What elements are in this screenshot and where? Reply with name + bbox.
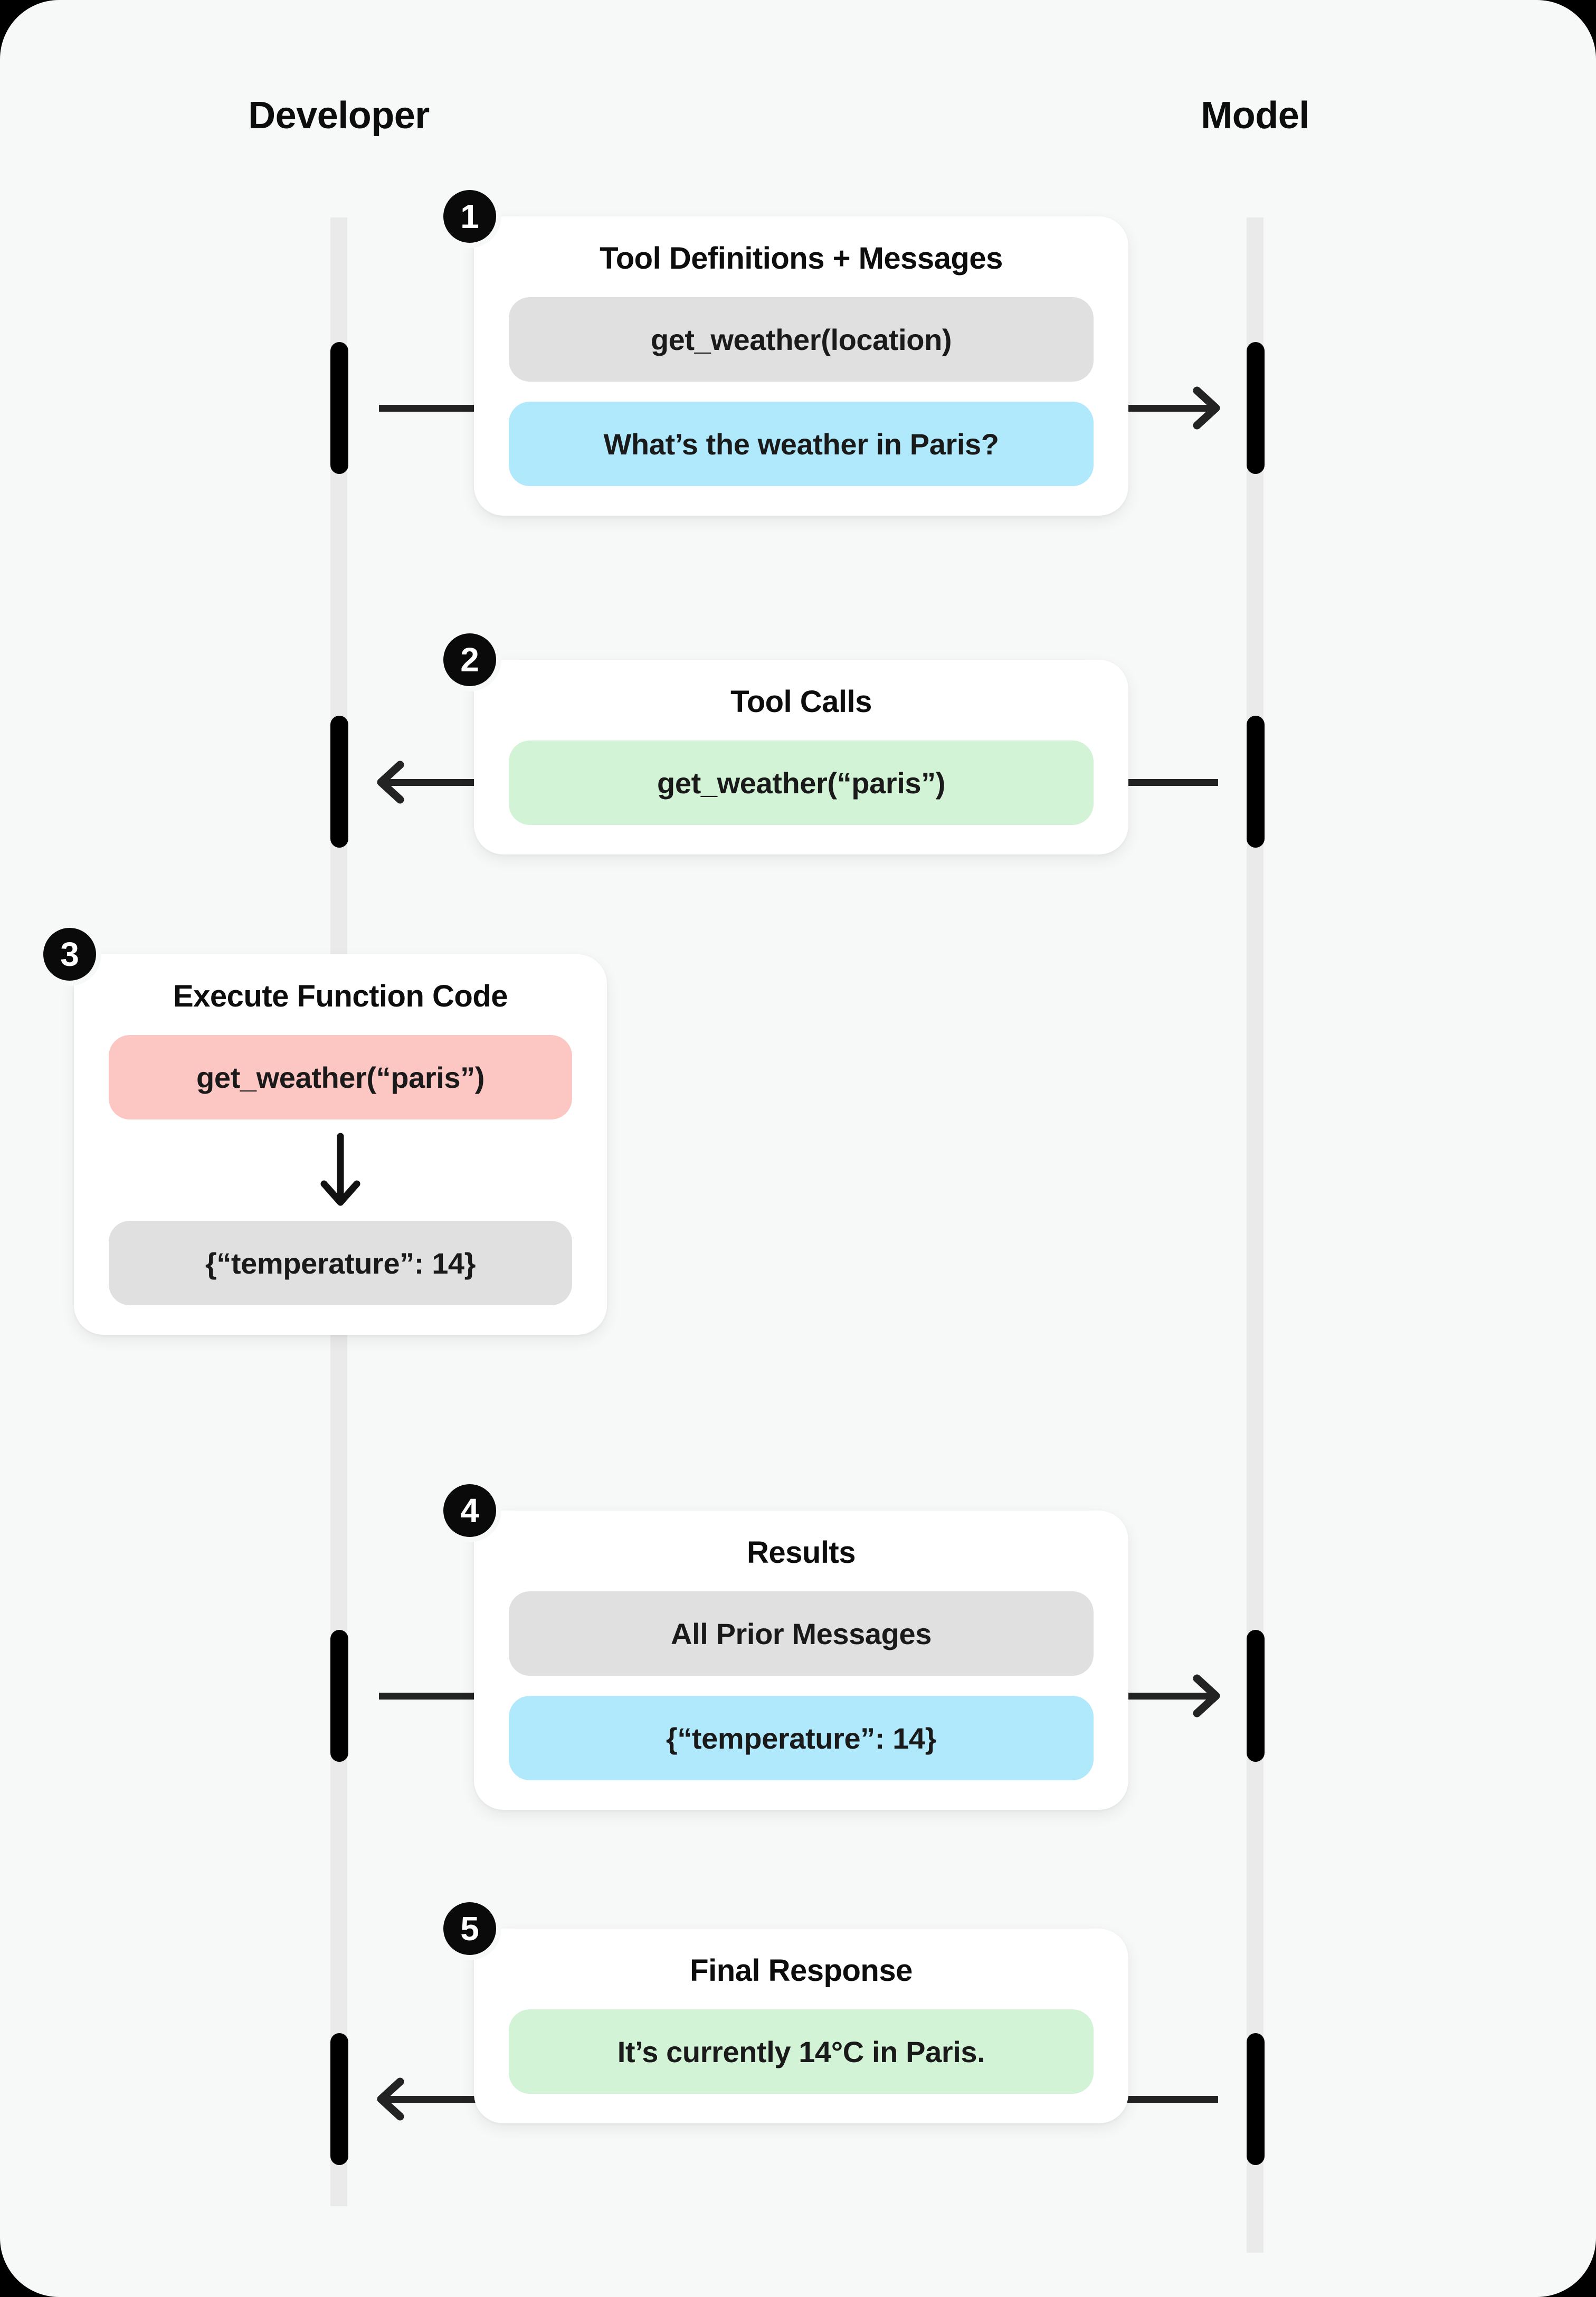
activation-bar-model-step5 [1247,2033,1265,2165]
activation-bar-developer-step1 [330,342,348,474]
connector-step5-left [384,2096,477,2103]
step-badge-4: 4 [438,1479,501,1542]
step-badge-3-label: 3 [60,935,79,973]
step-card-1-chip-tool-definition: get_weather(location) [509,297,1094,382]
step-card-3-title: Execute Function Code [173,979,508,1013]
activation-bar-model-step4 [1247,1630,1265,1762]
column-header-model: Model [1201,94,1309,137]
activation-bar-model-step2 [1247,716,1265,848]
step-badge-5-label: 5 [460,1910,479,1948]
connector-step2-right [1127,779,1218,786]
activation-bar-developer-step4 [330,1630,348,1762]
connector-step4-left [379,1693,477,1700]
arrowhead-left-step2 [373,758,405,806]
step-card-4: Results All Prior Messages {“temperature… [474,1511,1128,1810]
step-badge-3: 3 [38,923,101,986]
step-card-2: Tool Calls get_weather(“paris”) [474,660,1128,855]
arrowhead-right-step4 [1192,1672,1224,1720]
step-card-3-chip-function-invocation: get_weather(“paris”) [109,1035,572,1119]
step-card-4-chip-tool-result: {“temperature”: 14} [509,1696,1094,1780]
connector-step4-right [1127,1693,1218,1700]
step-badge-5: 5 [438,1897,501,1960]
step-card-1: Tool Definitions + Messages get_weather(… [474,216,1128,516]
activation-bar-developer-step2 [330,716,348,848]
step-card-5-title: Final Response [690,1953,913,1988]
step-card-3-chip-function-result: {“temperature”: 14} [109,1221,572,1305]
step-card-5: Final Response It’s currently 14°C in Pa… [474,1929,1128,2123]
step-card-5-chip-final-answer: It’s currently 14°C in Paris. [509,2009,1094,2094]
step-card-1-title: Tool Definitions + Messages [600,241,1003,276]
activation-bar-developer-step5 [330,2033,348,2165]
lifeline-model [1247,217,1264,2253]
step-card-2-chip-tool-call: get_weather(“paris”) [509,741,1094,825]
column-header-developer: Developer [248,94,430,137]
activation-bar-model-step1 [1247,342,1265,474]
step-badge-1-label: 1 [460,197,479,235]
connector-step2-left [384,779,477,786]
connector-step1-right [1127,405,1218,412]
arrowhead-right-step1 [1192,384,1224,432]
step-badge-1: 1 [438,185,501,248]
step-badge-2: 2 [438,628,501,691]
connector-step5-right [1127,2096,1218,2103]
step-card-2-title: Tool Calls [730,685,872,719]
down-arrow-icon [109,1132,572,1211]
step-card-1-chip-user-message: What’s the weather in Paris? [509,402,1094,486]
connector-step1-left [379,405,477,412]
arrowhead-left-step5 [373,2075,405,2123]
step-card-4-chip-prior-messages: All Prior Messages [509,1591,1094,1676]
step-card-3: Execute Function Code get_weather(“paris… [74,954,607,1335]
step-badge-2-label: 2 [460,641,479,679]
step-badge-4-label: 4 [460,1492,479,1530]
step-card-4-title: Results [746,1535,856,1570]
